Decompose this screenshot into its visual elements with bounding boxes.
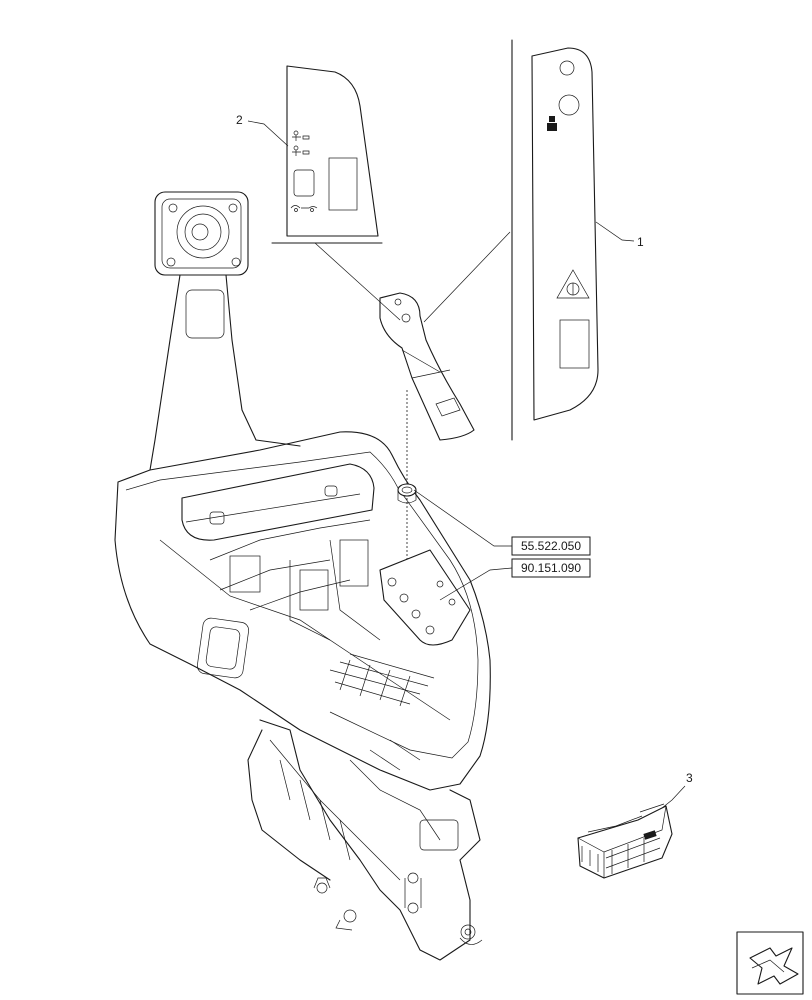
callout-1-number[interactable]: 1 [637, 235, 644, 249]
ref-b-leader [439, 567, 513, 601]
callout-2-number[interactable]: 2 [236, 113, 243, 127]
ref-a-leader [413, 489, 512, 547]
ref-b-label: 90.151.090 [521, 561, 581, 575]
projection-line-left [314, 242, 401, 321]
decal-1-symbol-small [547, 116, 557, 131]
joystick-stem [149, 274, 301, 471]
projection-line-right [423, 231, 511, 323]
ref-a-label: 55.522.050 [521, 539, 581, 553]
callout-2-leader [247, 120, 289, 147]
callout-1-leader [595, 221, 635, 242]
ref-box-90-151-090[interactable]: 90.151.090 [511, 558, 591, 578]
joystick-head[interactable] [154, 191, 249, 276]
warning-triangle-icon [556, 269, 590, 299]
crate-icon[interactable] [577, 803, 673, 879]
decal-mount-part[interactable] [379, 292, 475, 441]
console-body[interactable] [114, 431, 491, 791]
frame-studs [313, 872, 483, 945]
callout-3-number[interactable]: 3 [686, 771, 693, 785]
support-frame[interactable] [247, 719, 483, 961]
decal-1-panel[interactable] [531, 47, 599, 421]
decal-2-symbols [290, 130, 358, 212]
connector-socket [397, 483, 417, 504]
decal-2-panel[interactable] [286, 65, 379, 237]
ref-box-55-522-050[interactable]: 55.522.050 [511, 536, 591, 556]
navigation-arrow-icon[interactable] [736, 931, 804, 995]
